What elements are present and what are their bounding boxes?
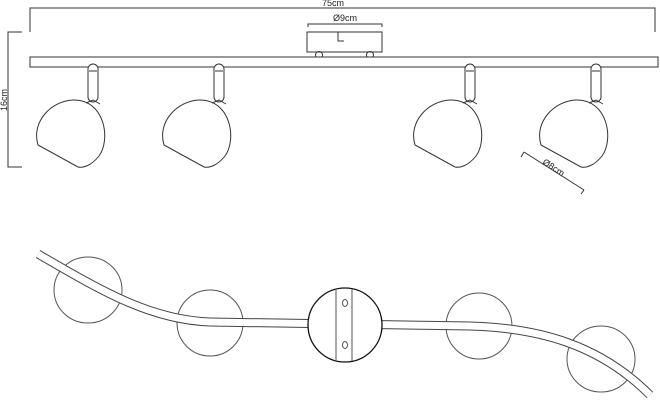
spotlight-3 (413, 63, 483, 168)
spotlight-2 (162, 63, 232, 168)
width-dimension: 75cm (29, 0, 656, 32)
spotlight-4 (539, 63, 609, 168)
top-view (35, 250, 654, 399)
width-label: 75cm (322, 0, 344, 8)
spotlight-1 (36, 63, 106, 168)
canopy: Ø9cm (306, 13, 383, 59)
mount-plate (307, 287, 383, 363)
canopy-label: Ø9cm (333, 13, 357, 23)
spotlights (36, 63, 609, 168)
shade-label: Ø8cm (541, 157, 567, 178)
curved-bar (36, 250, 653, 398)
shade-dimension: Ø8cm (520, 151, 585, 195)
height-label: 16cm (0, 89, 9, 111)
shade-top-4 (566, 325, 636, 393)
height-dimension: 16cm (0, 31, 22, 168)
track-bar (29, 56, 659, 68)
shade-top-1 (53, 256, 123, 324)
